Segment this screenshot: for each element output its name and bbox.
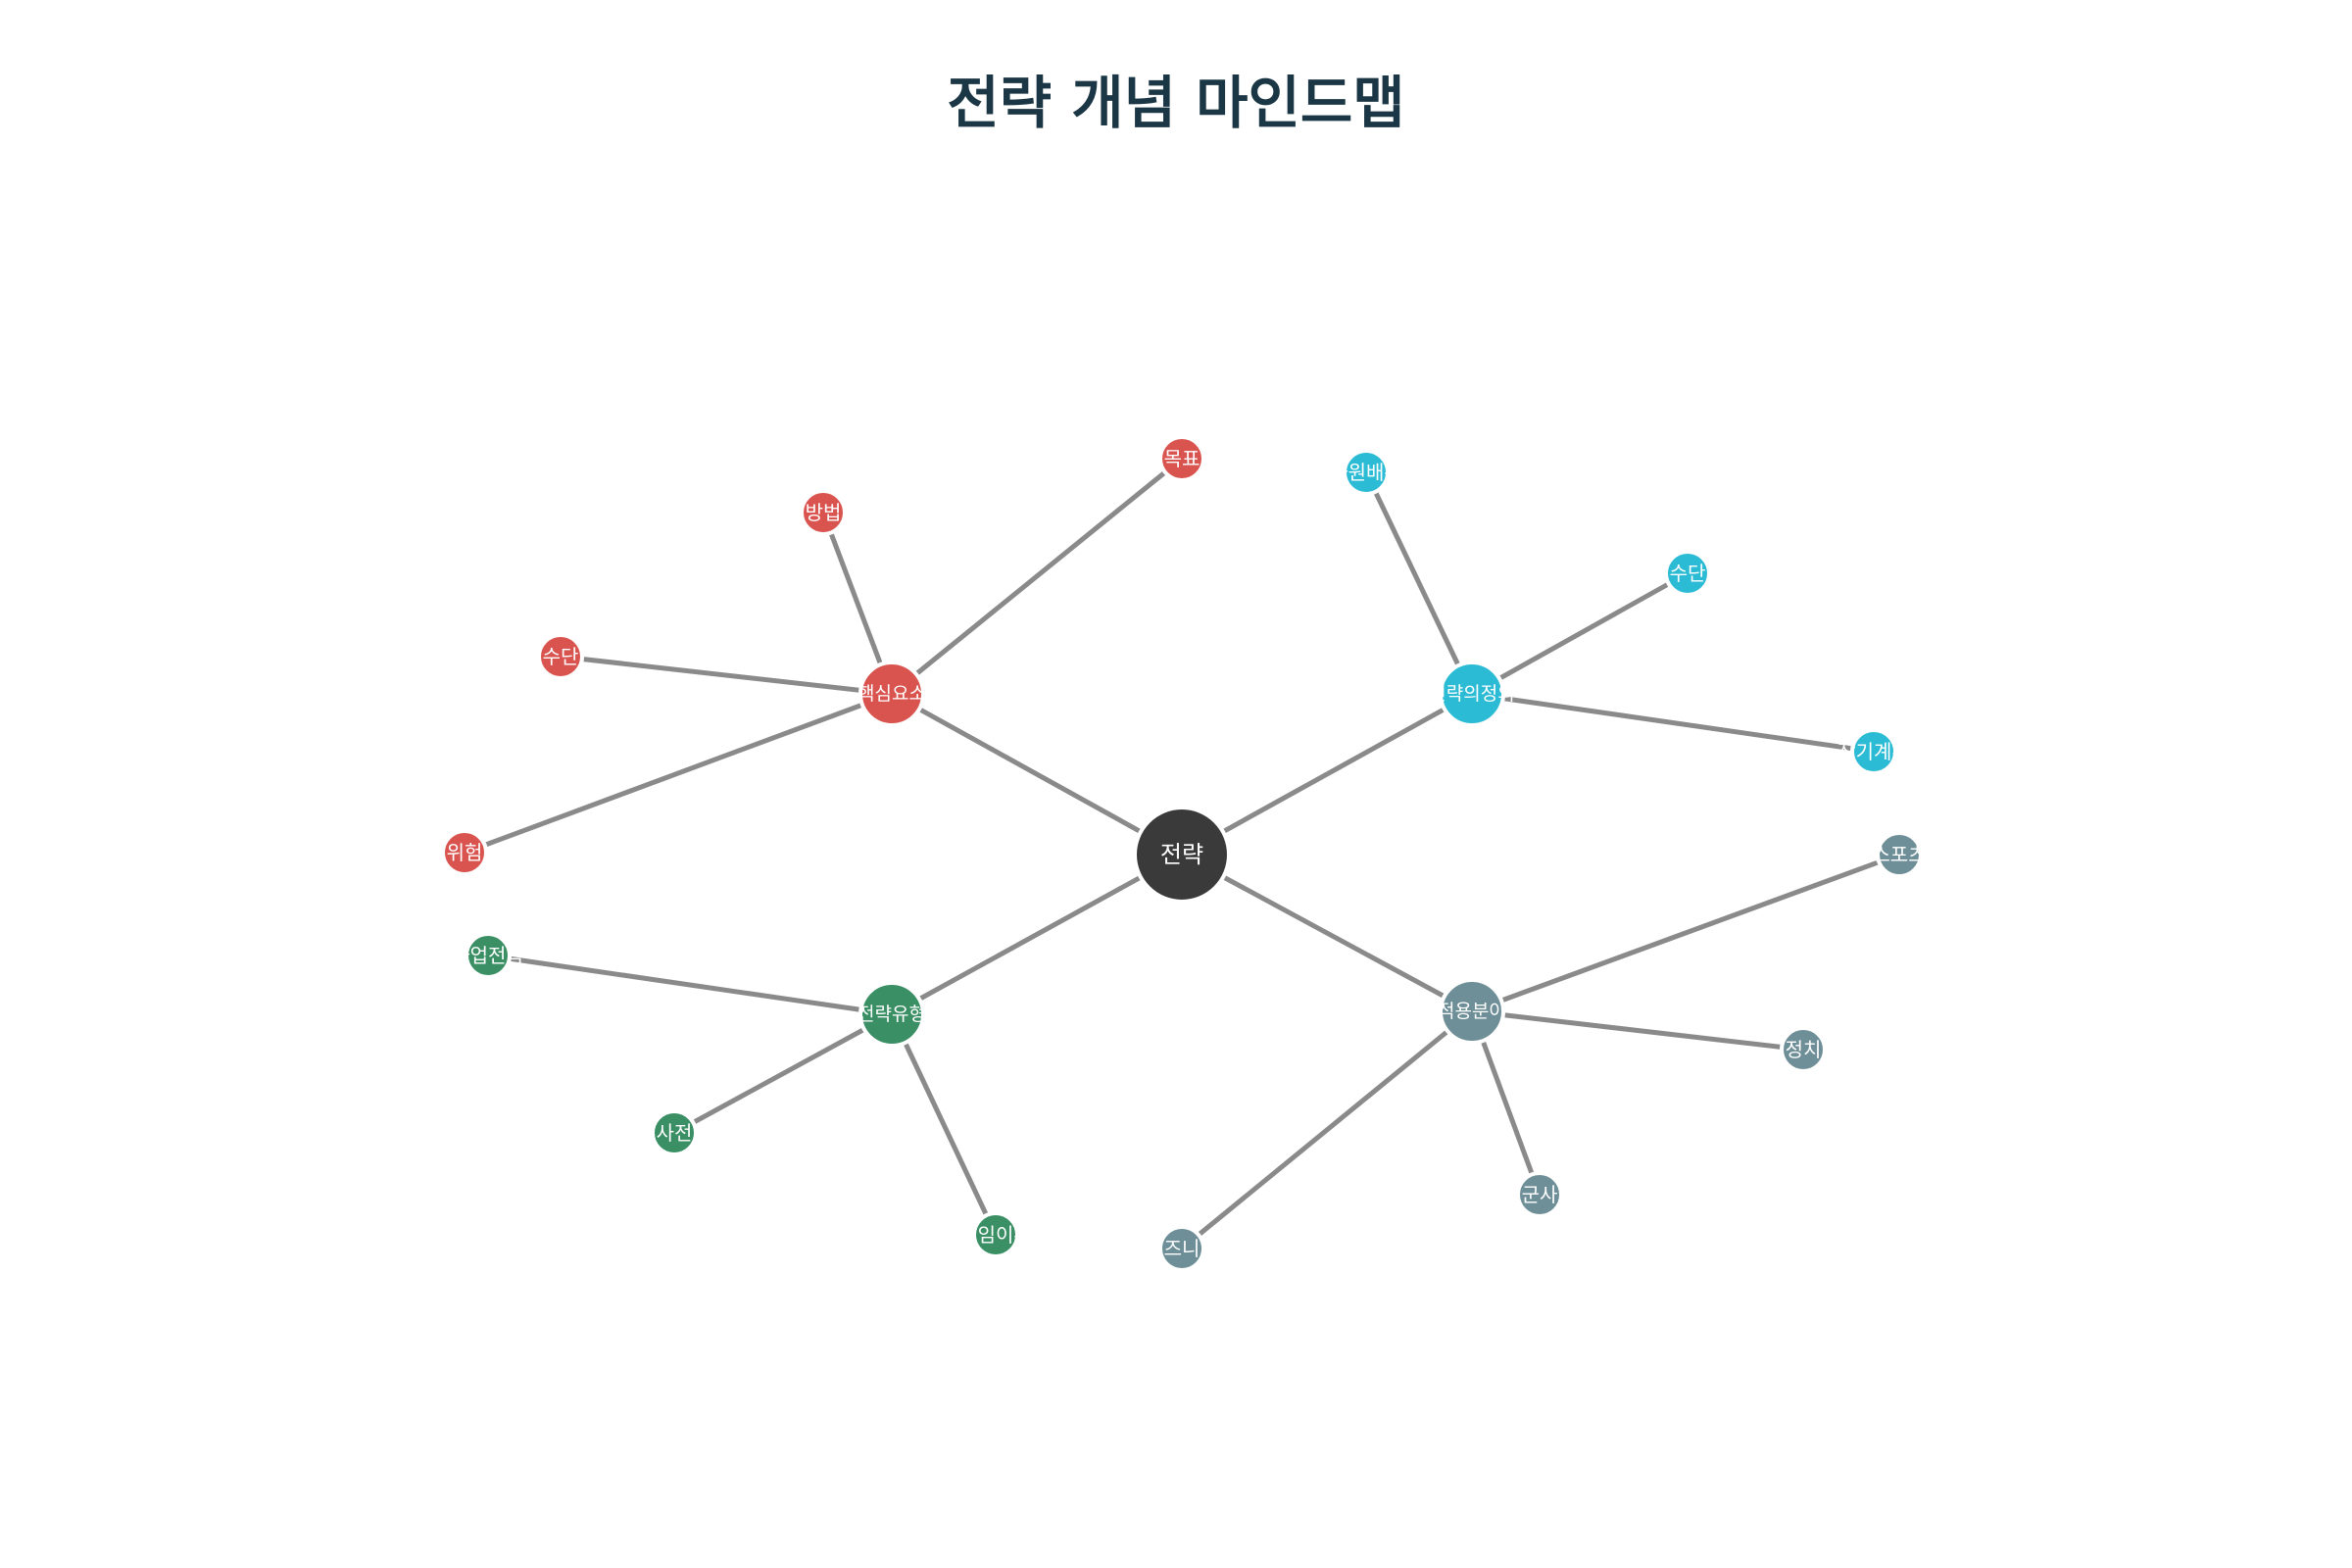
edge-root-core — [890, 691, 1184, 858]
edge-core-c3 — [560, 654, 893, 697]
edge-definition-d3 — [1471, 691, 1875, 755]
node-label-f1: 스포츠 — [1872, 843, 1926, 866]
node-label-types: 전략유형 — [858, 1004, 926, 1025]
edge-types-t1 — [487, 953, 893, 1017]
node-label-c1: 목표 — [1164, 447, 1200, 470]
node-circle-t2 — [651, 1109, 698, 1156]
node-f3[interactable]: 군사 — [1516, 1171, 1563, 1218]
node-circle-t3 — [972, 1211, 1019, 1258]
node-t3[interactable]: 게임이론 — [959, 1211, 1032, 1258]
edge-definition-d2 — [1470, 570, 1690, 697]
node-label-t3: 게임이론 — [959, 1223, 1032, 1247]
edge-core-c4 — [464, 691, 893, 856]
node-circle-fields — [1439, 978, 1505, 1045]
node-label-root: 전략 — [1160, 841, 1203, 868]
node-label-fields: 적용분야 — [1438, 1001, 1506, 1022]
edge-types-t2 — [672, 1011, 894, 1136]
node-core[interactable]: 핵심요소 — [858, 661, 926, 727]
node-d3[interactable]: 장기계획 — [1838, 728, 1910, 775]
edge-definition-d1 — [1363, 470, 1475, 696]
node-circle-c1 — [1158, 435, 1205, 482]
node-t1[interactable]: 사업전략 — [452, 932, 524, 979]
node-circle-c4 — [441, 829, 488, 876]
node-label-c2: 방법 — [806, 501, 842, 524]
edge-core-c1 — [890, 457, 1184, 696]
node-label-core: 핵심요소 — [858, 683, 926, 705]
edge-fields-f1 — [1471, 852, 1900, 1014]
node-label-d2: 수단 — [1670, 562, 1706, 585]
node-circle-f4 — [1158, 1225, 1205, 1272]
node-t2[interactable]: 사전 — [651, 1109, 698, 1156]
node-d2[interactable]: 수단 — [1664, 550, 1711, 597]
node-label-f3: 군사 — [1522, 1183, 1558, 1206]
node-circle-d1 — [1343, 449, 1390, 496]
node-circle-c2 — [800, 489, 847, 536]
node-label-f4: 비즈니스 — [1146, 1237, 1218, 1260]
node-circle-f2 — [1780, 1026, 1827, 1073]
node-label-c3: 수단 — [543, 645, 579, 668]
node-circle-d2 — [1664, 550, 1711, 597]
edge-types-t3 — [889, 1012, 999, 1237]
node-label-d3: 장기계획 — [1838, 740, 1910, 763]
node-circle-c3 — [537, 633, 584, 680]
node-f1[interactable]: 스포츠 — [1872, 831, 1927, 878]
node-circle-f3 — [1516, 1171, 1563, 1218]
node-circle-d3 — [1850, 728, 1897, 775]
node-circle-root — [1133, 806, 1231, 904]
edge-fields-f2 — [1471, 1008, 1804, 1053]
edge-root-types — [890, 852, 1184, 1017]
node-label-d1: 자원배분 — [1330, 461, 1402, 484]
node-f4[interactable]: 비즈니스 — [1146, 1225, 1218, 1272]
node-fields[interactable]: 적용분야 — [1438, 978, 1506, 1045]
node-c2[interactable]: 방법 — [800, 489, 847, 536]
node-definition[interactable]: 전략의정의 — [1429, 661, 1515, 727]
node-circle-types — [858, 981, 925, 1048]
node-circle-core — [858, 661, 925, 727]
node-circle-f1 — [1876, 831, 1923, 878]
node-root[interactable]: 전략 — [1133, 806, 1231, 904]
node-circle-t1 — [465, 932, 512, 979]
node-label-c4: 위험 — [447, 841, 483, 864]
edge-root-definition — [1180, 691, 1474, 858]
edge-root-fields — [1180, 852, 1474, 1014]
node-c1[interactable]: 목표 — [1158, 435, 1205, 482]
node-circle-definition — [1439, 661, 1505, 727]
node-c4[interactable]: 위험 — [441, 829, 488, 876]
node-label-t1: 사업전략 — [452, 944, 524, 967]
node-types[interactable]: 전략유형 — [858, 981, 926, 1048]
node-f2[interactable]: 정치 — [1780, 1026, 1827, 1073]
node-label-t2: 사전 — [657, 1121, 693, 1145]
node-c3[interactable]: 수단 — [537, 633, 584, 680]
node-label-definition: 전략의정의 — [1429, 683, 1514, 705]
edge-fields-f4 — [1180, 1009, 1474, 1250]
node-d1[interactable]: 자원배분 — [1330, 449, 1402, 496]
node-label-f2: 정치 — [1786, 1038, 1822, 1061]
diagram-title: 전략 개념 마인드맵 — [947, 70, 1405, 136]
